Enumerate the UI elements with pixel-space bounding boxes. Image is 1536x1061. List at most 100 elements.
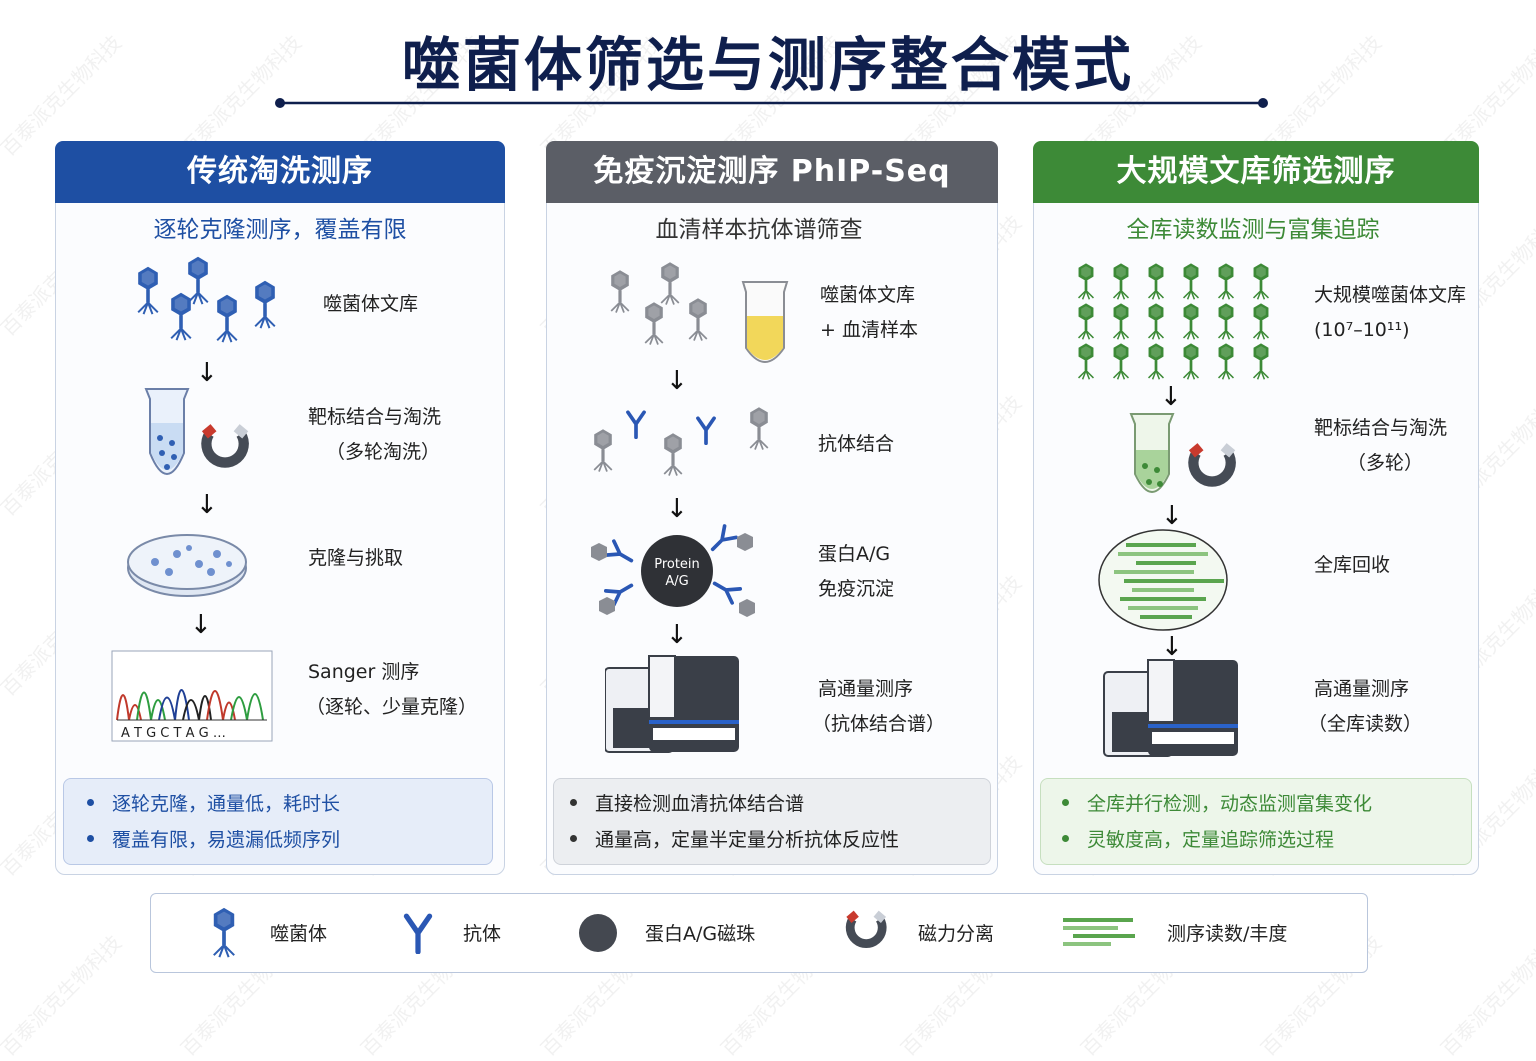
phage-icon (1252, 262, 1270, 300)
summary-box-traditional (63, 778, 493, 865)
summary-item: 通量高，定量半定量分析抗体反应性 (570, 825, 899, 852)
step-text: 大规模噬菌体文库 (1314, 284, 1467, 306)
phage-icon (1217, 342, 1235, 380)
panel-traditional (55, 141, 505, 875)
step-text: （全库读数） (1308, 713, 1423, 735)
step-text: Sanger 测序 (308, 661, 420, 683)
summary-text: 直接检测血清抗体结合谱 (595, 793, 805, 815)
arrow-down-icon: ↓ (666, 620, 688, 650)
panel-traditional-header: 传统淘洗测序 (55, 141, 505, 203)
summary-item: 逐轮克隆，通量低，耗时长 (87, 789, 340, 816)
read-bar (1063, 926, 1118, 930)
step-text: 高通量测序 (1314, 678, 1410, 700)
phage-library-icon (137, 255, 276, 343)
bead-label: A/G (665, 574, 688, 589)
phage-icon (1112, 262, 1130, 300)
summary-item: 全库并行检测，动态监测富集变化 (1062, 789, 1372, 816)
title-underline (275, 98, 1268, 108)
step-text: 高通量测序 (818, 678, 914, 700)
summary-box-large-scale (1040, 778, 1472, 865)
phage-icon (1112, 302, 1130, 340)
phage-library-icon (610, 261, 708, 346)
page-title: 噬菌体筛选与测序整合模式 (401, 31, 1134, 99)
read-bar (1120, 597, 1206, 601)
read-bar (1126, 543, 1196, 547)
watermark-text: 百泰派克生物科技 (0, 930, 127, 1061)
watermark-text: 百泰派克生物科技 (1436, 930, 1536, 1061)
arrow-down-icon: ↓ (196, 358, 218, 388)
read-bar (1073, 934, 1135, 938)
arrow-down-icon: ↓ (190, 610, 212, 640)
legend-label: 测序读数/丰度 (1167, 923, 1288, 945)
phage-icon (1182, 342, 1200, 380)
panel-phipseq (546, 141, 998, 875)
panel-traditional-subtitle: 逐轮克隆测序，覆盖有限 (153, 217, 407, 243)
panel-large-scale-subtitle: 全库读数监测与富集追踪 (1126, 217, 1380, 243)
chromatogram-bases: A T G C T A G … (121, 726, 226, 741)
summary-item: 覆盖有限，易遗漏低频序列 (87, 825, 340, 852)
read-bar (1114, 570, 1194, 574)
phage-icon (1077, 302, 1095, 340)
step-text: 噬菌体文库 (323, 293, 419, 315)
arrow-down-icon: ↓ (1160, 382, 1182, 412)
phage-icon (1182, 262, 1200, 300)
phage-icon (1077, 342, 1095, 380)
step-text: 靶标结合与淘洗 (1314, 417, 1448, 439)
phage-icon (1217, 262, 1235, 300)
step-text: 抗体结合 (818, 433, 895, 455)
read-bar (1063, 942, 1111, 946)
legend-magnet-icon (843, 908, 891, 956)
chromatogram-icon: A T G C T A G … (111, 650, 273, 742)
arrow-down-icon: ↓ (666, 494, 688, 524)
legend-label: 蛋白A/G磁珠 (645, 923, 756, 945)
step-text: （抗体结合谱） (812, 713, 946, 735)
summary-text: 通量高，定量半定量分析抗体反应性 (595, 829, 900, 851)
step-text: 蛋白A/G (818, 543, 891, 565)
summary-box-phipseq (553, 778, 991, 865)
phage-icon (1147, 262, 1165, 300)
serum-tube-icon (741, 281, 789, 363)
panel-large-scale-header: 大规模文库筛选测序 (1033, 141, 1479, 203)
arrow-down-icon: ↓ (196, 490, 218, 520)
legend (150, 893, 1368, 973)
tube-magnet-icon (1129, 413, 1252, 493)
read-bar (1128, 606, 1198, 610)
bead-label: Protein (654, 557, 700, 572)
read-bar (1140, 615, 1192, 619)
read-bar (1132, 588, 1194, 592)
arrow-down-icon: ↓ (1161, 501, 1183, 531)
phage-icon (1217, 302, 1235, 340)
read-bar (1136, 561, 1196, 565)
phage-icon (1147, 342, 1165, 380)
summary-text: 覆盖有限，易遗漏低频序列 (112, 829, 341, 851)
legend-phage-icon (212, 906, 236, 958)
summary-text: 灵敏度高，定量追踪筛选过程 (1087, 829, 1335, 851)
step-text: 全库回收 (1314, 554, 1391, 576)
arrow-down-icon: ↓ (666, 366, 688, 396)
petri-dish-icon (127, 534, 247, 597)
legend-label: 磁力分离 (918, 923, 995, 945)
protein-ag-bead-icon: Protein A/G (591, 524, 755, 617)
sequencer-icon (605, 655, 740, 753)
step-text: + 血清样本 (820, 319, 918, 341)
phage-library-icon (1077, 262, 1270, 380)
legend-label: 噬菌体 (270, 923, 328, 945)
phage-icon (1252, 342, 1270, 380)
step-text: 克隆与挑取 (308, 547, 404, 569)
phage-icon (1147, 302, 1165, 340)
panel-large-scale (1033, 141, 1479, 875)
step-text: （多轮淘洗） (326, 441, 441, 463)
library-recovery-icon (1098, 529, 1228, 631)
phage-icon (1182, 302, 1200, 340)
legend-bead-icon (579, 914, 617, 952)
step-text: 噬菌体文库 (820, 284, 916, 306)
summary-text: 全库并行检测，动态监测富集变化 (1087, 793, 1373, 815)
panel-phipseq-subtitle: 血清样本抗体谱筛查 (655, 217, 863, 243)
read-bar (1063, 918, 1133, 922)
step-text: （多轮） (1347, 452, 1424, 474)
read-bar (1124, 579, 1224, 583)
step-text: （逐轮、少量克隆） (306, 696, 478, 718)
phage-icon (1252, 302, 1270, 340)
panel-phipseq-header: 免疫沉淀测序 PhIP-Seq (546, 141, 998, 203)
phage-icon (1112, 342, 1130, 380)
